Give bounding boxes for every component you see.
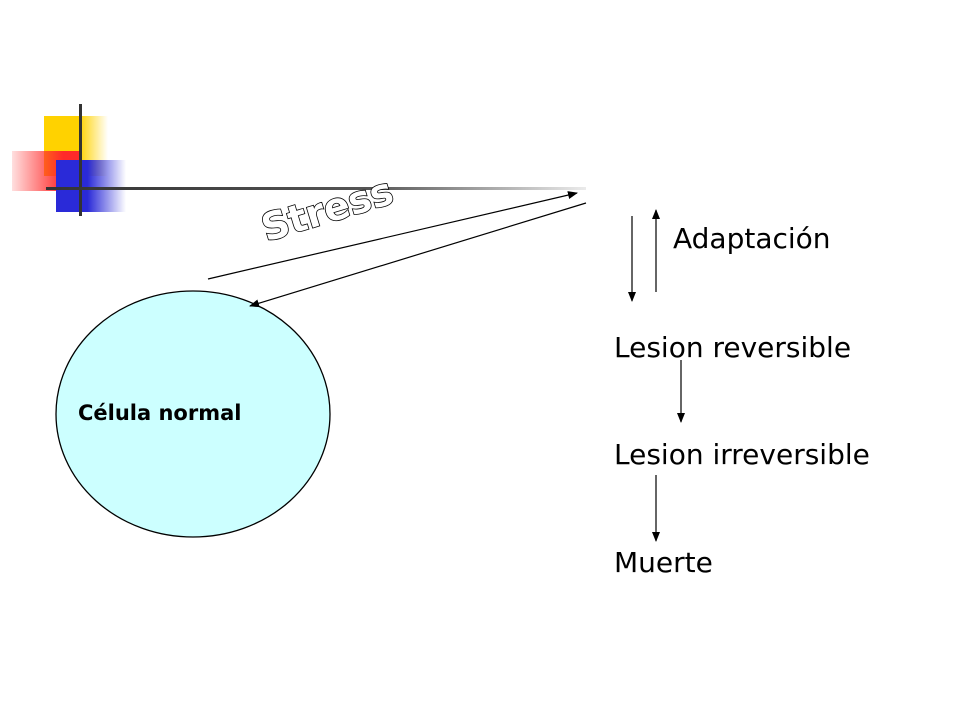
decor-blue-square	[56, 160, 126, 212]
stress-arrow-to-stressor	[207, 191, 578, 280]
outcome-reversible-injury: Lesion reversible	[614, 331, 852, 364]
stress-arrow-to-cell	[249, 202, 587, 308]
outcome-irreversible-injury: Lesion irreversible	[614, 438, 870, 471]
outcome-adaptation: Adaptación	[673, 222, 831, 255]
stress-wordart: Stress	[256, 169, 398, 251]
decor-horizontal-line	[46, 187, 586, 190]
outcome-death: Muerte	[614, 546, 713, 579]
normal-cell-circle	[55, 290, 331, 538]
decor-vertical-line	[79, 104, 82, 216]
normal-cell-label: Célula normal	[78, 401, 242, 425]
